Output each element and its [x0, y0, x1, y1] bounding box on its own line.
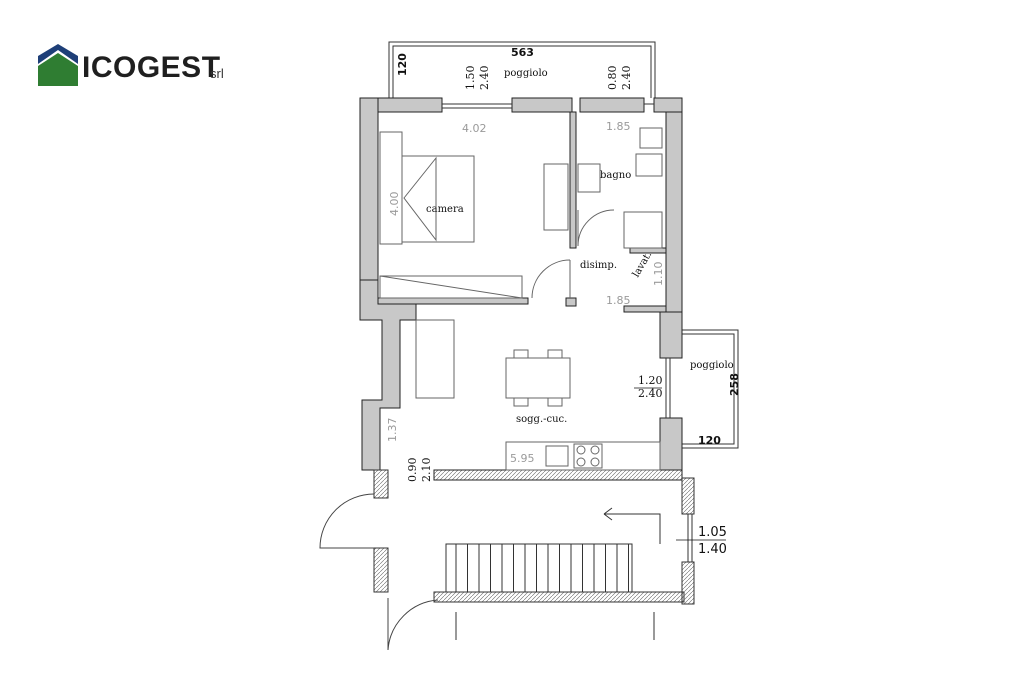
logo-brand: ICOGEST — [82, 51, 221, 84]
label-poggiolo-top: poggiolo — [504, 68, 548, 79]
windows — [442, 103, 693, 562]
dim-disimp-width: 1.85 — [606, 294, 631, 307]
room-label-soggiorno: sogg.-cuc. — [516, 414, 567, 425]
stairwell — [373, 469, 695, 640]
dim-balcony-right-length: 258 — [728, 373, 741, 396]
dim-door-living-h: 2.40 — [638, 387, 663, 400]
dim-stair-window-w: 1.05 — [698, 525, 727, 540]
dim-living-left: 1.37 — [386, 418, 399, 443]
dim-entry-door-h: 2.10 — [420, 458, 433, 483]
dim-kitchen-width: 5.95 — [510, 452, 535, 465]
dim-entry-door-w: 0.90 — [406, 458, 419, 483]
entry-door-swing — [319, 493, 439, 651]
dim-balcony-right-depth: 120 — [698, 434, 721, 447]
room-label-camera: camera — [426, 204, 464, 215]
bathroom-fixtures — [531, 127, 663, 299]
dim-bagno-width: 1.85 — [606, 120, 631, 133]
dim-window-camera-w: 1.50 — [464, 66, 477, 91]
dim-balcony-top-width: 563 — [511, 46, 534, 59]
icogest-logo: ICOGEST srl — [38, 44, 228, 90]
room-label-bagno: bagno — [600, 170, 631, 181]
label-poggiolo-right: poggiolo — [690, 360, 734, 371]
room-label-lavat: lavat. — [631, 250, 655, 280]
top-balcony — [388, 41, 656, 98]
room-label-disimp: disimp. — [580, 260, 617, 271]
dim-lavat-depth: 1.10 — [652, 262, 665, 287]
dim-balcony-top-depth: 120 — [396, 53, 409, 76]
dim-stair-window-h: 1.40 — [698, 542, 727, 557]
logo-suffix: srl — [210, 66, 224, 81]
right-balcony — [682, 329, 739, 449]
dim-window-bagno-w: 0.80 — [606, 66, 619, 91]
bed — [379, 131, 569, 245]
dim-camera-width: 4.02 — [462, 122, 487, 135]
wardrobe — [379, 275, 523, 299]
house-logo-icon — [38, 44, 78, 86]
dim-window-bagno-h: 2.40 — [620, 66, 633, 91]
living-furniture — [415, 319, 661, 471]
dim-window-camera-h: 2.40 — [478, 66, 491, 91]
dim-camera-depth: 4.00 — [388, 192, 401, 217]
walls — [359, 97, 683, 481]
dim-door-living-w: 1.20 — [638, 374, 663, 387]
